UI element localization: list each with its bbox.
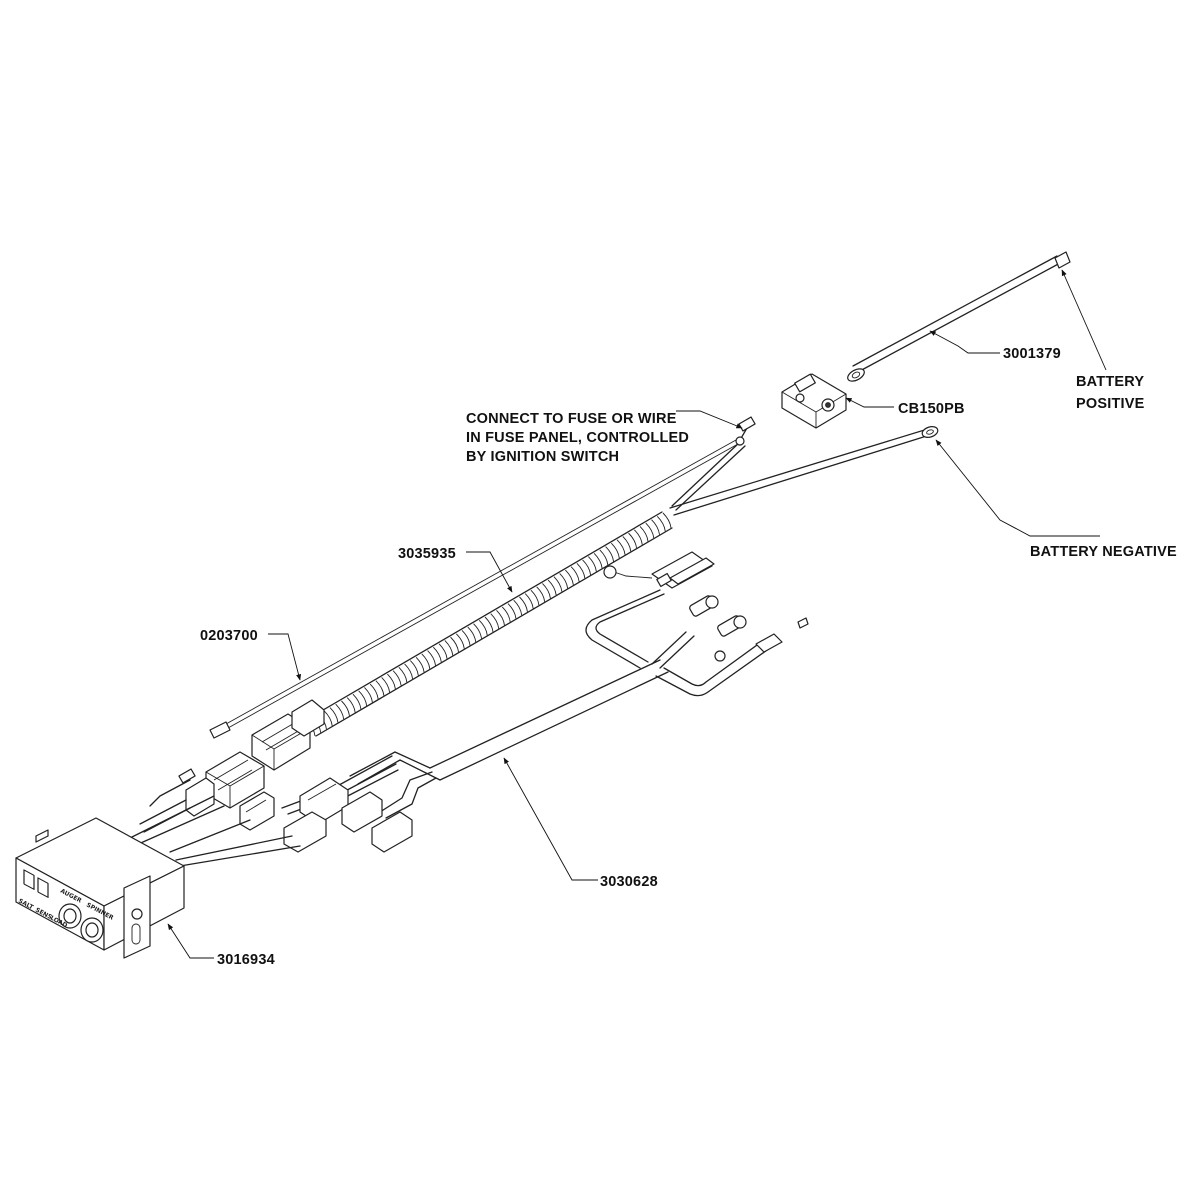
fuse-wire [209, 439, 739, 739]
leader-lines [167, 269, 1107, 959]
battery-positive-cable [847, 251, 1071, 382]
label-3030628: 3030628 [600, 874, 658, 890]
label-3001379: 3001379 [1003, 346, 1061, 362]
label-cb150pb: CB150PB [898, 401, 965, 417]
vehicle-harness [281, 589, 771, 833]
control-box: SALT SENS LOAD AUGER SPINNER [15, 795, 301, 959]
battery-negative-cable [669, 426, 939, 516]
label-3035935: 3035935 [398, 546, 456, 562]
callout-labels: 3001379 BATTERY POSITIVE CB150PB CONNECT… [200, 346, 1177, 968]
label-fuse-note-2: IN FUSE PANEL, CONTROLLED [466, 430, 689, 446]
label-3016934: 3016934 [217, 952, 275, 968]
label-fuse-note-3: BY IGNITION SWITCH [466, 449, 619, 465]
label-battery-positive-2: POSITIVE [1076, 396, 1145, 412]
label-fuse-note-1: CONNECT TO FUSE OR WIRE [466, 411, 677, 427]
label-0203700: 0203700 [200, 628, 258, 644]
power-harness-loom [305, 511, 673, 737]
circuit-breaker [781, 373, 847, 429]
power-connector-loom-end [251, 699, 325, 771]
label-battery-positive-1: BATTERY [1076, 374, 1144, 390]
sensor-connectors [603, 551, 809, 662]
label-battery-negative: BATTERY NEGATIVE [1030, 544, 1177, 560]
